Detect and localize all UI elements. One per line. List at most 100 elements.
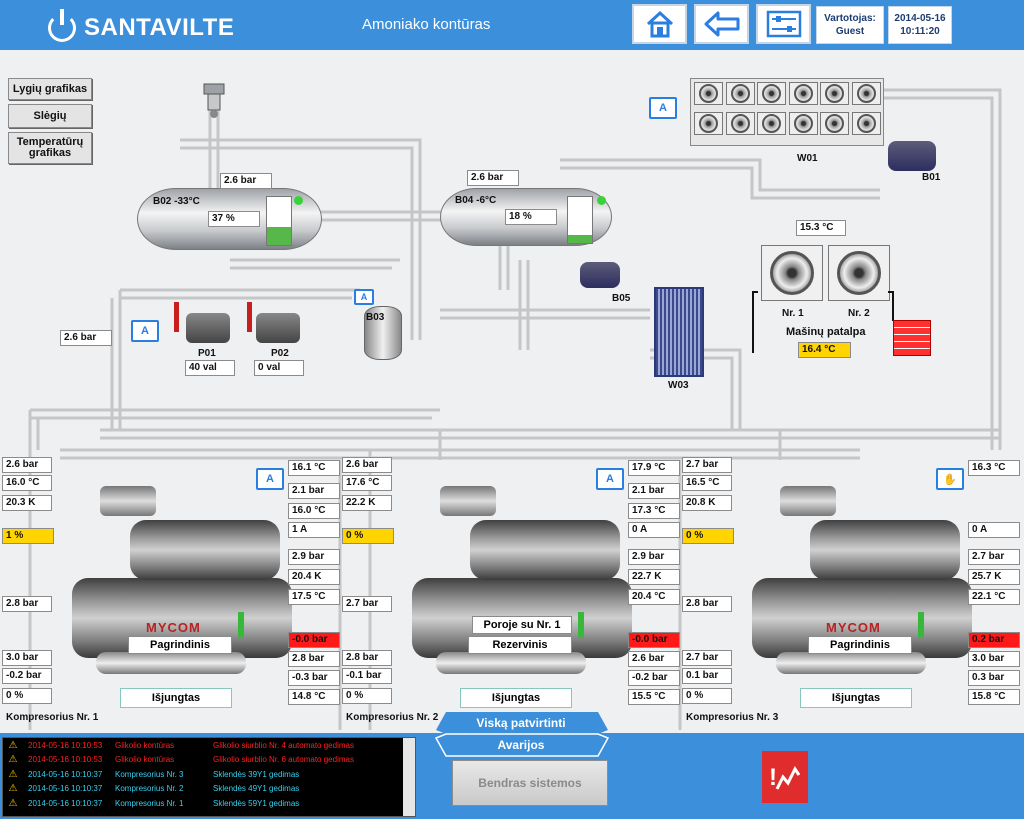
general-system-button[interactable]: Bendras sistemos: [452, 760, 608, 806]
pump-p01[interactable]: [186, 313, 230, 343]
compressor-monitor-icon[interactable]: A: [256, 468, 284, 490]
settings-sliders-icon: [766, 10, 801, 38]
datetime-info: 2014-05-16 10:11:20: [888, 6, 952, 44]
alarm-message: Glikolio siurblio Nr. 6 automato gedimas: [213, 755, 354, 765]
pumps-monitor-icon[interactable]: A: [131, 320, 159, 342]
fan-icon: [730, 114, 750, 133]
compressor-2-right-value: 22.7 K: [628, 569, 680, 585]
compressor-2-state[interactable]: Išjungtas: [460, 688, 572, 708]
pressures-chart-button[interactable]: Slėgių: [8, 104, 92, 128]
p01-valve-icon: [174, 302, 179, 332]
pump-b05[interactable]: [580, 262, 620, 288]
alarm-source: Kompresorius Nr. 2: [115, 784, 184, 794]
levels-chart-button[interactable]: Lygių grafikas: [8, 78, 92, 100]
compressor-monitor-icon[interactable]: A: [596, 468, 624, 490]
room-fan-1[interactable]: [761, 245, 823, 301]
date-text: 2014-05-16: [894, 13, 946, 24]
pump-b01[interactable]: [888, 141, 936, 171]
fan-icon: [825, 84, 844, 103]
pump-pressure: 2.6 bar: [60, 330, 112, 346]
compressor-3-name: Kompresorius Nr. 3: [686, 712, 779, 723]
heater-icon: [893, 320, 931, 356]
back-button[interactable]: [694, 4, 749, 44]
alarm-message: Sklendės 39Y1 gedimas: [213, 769, 300, 779]
compressor-2-motor[interactable]: [470, 520, 620, 580]
room-bracket-left: [752, 291, 758, 353]
compressor-1-right-value: 16.0 °C: [288, 503, 340, 519]
alarm-time: 2014-05-16 10:10:53: [28, 755, 103, 765]
tank-b02-level-gauge: [266, 196, 292, 246]
compressor-2-right-value: 20.4 °C: [628, 589, 680, 605]
fan-icon: [856, 114, 876, 133]
compressor-1-oil-separator: [96, 652, 246, 674]
time-text: 10:11:20: [900, 26, 940, 37]
compressor-3-motor[interactable]: [810, 520, 960, 580]
compressor-2-right-value: 17.9 °C: [628, 460, 680, 476]
pump-p02-hours: 0 val: [254, 360, 304, 376]
condenser-fan: [851, 82, 881, 105]
compressor-2-left-value: 17.6 °C: [342, 475, 392, 491]
machine-room-temp: 16.4 °C: [798, 342, 851, 358]
settings-button[interactable]: [756, 4, 811, 44]
compressor-2-right-value: -0.0 bar: [628, 632, 680, 648]
p02-valve-icon: [247, 302, 252, 332]
compressor-2-right-value: 2.1 bar: [628, 483, 680, 499]
hand-mode-icon[interactable]: ✋: [936, 468, 964, 490]
fan-icon: [699, 84, 718, 103]
compressor-2-left-value: 0 %: [342, 688, 392, 704]
compressor-3-state[interactable]: Išjungtas: [800, 688, 912, 708]
home-button[interactable]: [632, 4, 687, 44]
alarm-indicator[interactable]: !: [762, 751, 808, 803]
fan-icon: [856, 84, 876, 103]
temp-button-line2: grafikas: [28, 147, 72, 159]
w01-monitor-icon[interactable]: A: [649, 97, 677, 119]
confirm-all-button[interactable]: Viską patvirtinti: [476, 716, 566, 730]
compressor-2-right-value: 2.6 bar: [628, 651, 680, 667]
machine-room-label: Mašinų patalpa: [786, 326, 866, 338]
svg-text:!: !: [769, 764, 777, 791]
pump-p02[interactable]: [256, 313, 300, 343]
compressor-2-right-value: 17.3 °C: [628, 503, 680, 519]
compressor-2-mode[interactable]: Rezervinis: [468, 636, 572, 654]
compressor-3-mode[interactable]: Pagrindinis: [808, 636, 912, 654]
vessel-b03[interactable]: [364, 306, 402, 360]
fan-icon: [837, 251, 881, 295]
heat-exchanger-w03-label: W03: [668, 380, 689, 391]
condenser-fan: [725, 82, 755, 105]
user-name: Guest: [835, 26, 865, 37]
b03-monitor-icon[interactable]: A: [354, 289, 374, 305]
pump-b01-label: B01: [922, 172, 941, 183]
user-info: Vartotojas: Guest: [816, 6, 884, 44]
condenser-w01-label: W01: [797, 153, 818, 164]
alarm-tabs: [434, 712, 610, 757]
fan-icon: [730, 84, 750, 103]
alarm-list-scrollbar[interactable]: [403, 738, 415, 816]
compressor-1-motor[interactable]: [130, 520, 280, 580]
compressor-2-name: Kompresorius Nr. 2: [346, 712, 439, 723]
compressor-1-state[interactable]: Išjungtas: [120, 688, 232, 708]
condenser-fan: [820, 82, 849, 105]
compressor-1-mode[interactable]: Pagrindinis: [128, 636, 232, 654]
alarm-message: Sklendės 49Y1 gedimas: [213, 784, 300, 794]
room-fan-2[interactable]: [828, 245, 890, 301]
tank-b02-status-led: [294, 196, 303, 205]
compressor-1-left-value: 20.3 K: [2, 495, 52, 511]
compressor-1-valve: [100, 486, 156, 516]
alarm-time: 2014-05-16 10:10:37: [28, 769, 103, 779]
fan-icon: [793, 84, 813, 103]
compressor-1-left-value: 2.8 bar: [2, 596, 52, 612]
fan-icon: [762, 114, 781, 133]
compressor-3-right-value: 22.1 °C: [968, 589, 1020, 605]
alarms-tab[interactable]: Avarijos: [497, 738, 545, 752]
heat-exchanger-w03[interactable]: [654, 287, 704, 377]
condenser-fan: [851, 112, 881, 135]
warning-icon: ⚠: [8, 754, 18, 766]
compressor-1-indicator: [238, 612, 244, 638]
temperatures-chart-button[interactable]: Temperatūrų grafikas: [8, 132, 92, 164]
